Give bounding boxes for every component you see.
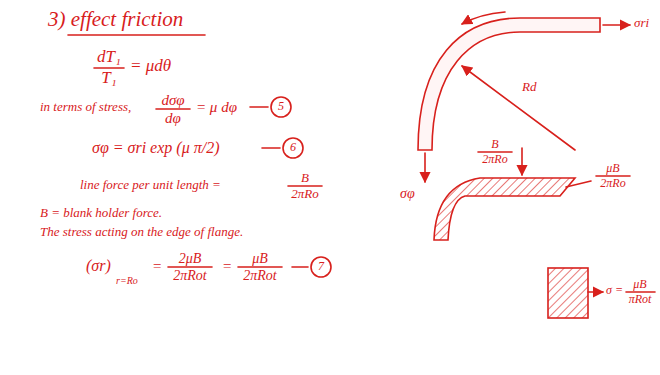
equation-text: = μ dφ [196, 99, 237, 116]
stress-label: σri [634, 16, 649, 30]
edge-element [548, 268, 588, 318]
equals-sign: = [222, 258, 232, 275]
fraction-denominator: dφ [165, 110, 181, 127]
radius-line [462, 66, 575, 150]
fraction-numerator: μB [252, 251, 268, 266]
note-text: The stress acting on the edge of flange. [40, 225, 243, 239]
equation-circle [283, 138, 303, 158]
friction-arrow [462, 12, 505, 24]
equation-number: 7 [318, 260, 324, 273]
radius-label: Rd [522, 80, 536, 94]
equation-dash [262, 147, 280, 149]
fraction-denominator: 2πRo [291, 187, 318, 201]
fraction-numerator: dσφ [161, 92, 184, 109]
title-underline [68, 34, 205, 36]
force-line [566, 181, 591, 187]
equation-dash [250, 106, 268, 108]
fraction-bar [238, 266, 282, 268]
fraction-numerator: B [491, 138, 498, 151]
stress-label: σφ [400, 186, 415, 201]
equation-circle [311, 257, 331, 277]
note-text: line force per unit length = [80, 178, 221, 192]
flange-section [434, 178, 575, 240]
equation-text: = μdθ [130, 57, 171, 76]
fraction-denominator: 2πRot [173, 268, 206, 283]
stress-label: σ = [606, 284, 623, 297]
fraction-denominator: πRot [629, 293, 652, 306]
force-arrow [521, 148, 523, 175]
equation-text: σφ = σri exp (μ π/2) [92, 139, 219, 157]
fraction-bar [156, 108, 190, 110]
stress-arrow [588, 291, 603, 293]
stress-arrow [603, 24, 630, 26]
equation-text: (σr) [86, 257, 111, 275]
section-heading: 3) effect friction [48, 8, 183, 31]
equation-number: 5 [278, 100, 284, 113]
equation-number: 6 [290, 141, 296, 154]
stress-arrow [424, 153, 426, 182]
note-text: B = blank holder force. [40, 206, 162, 220]
fraction-denominator: 2πRot [243, 268, 276, 283]
fraction-numerator: dT₁ [97, 48, 121, 67]
fraction-numerator: μB [606, 162, 619, 175]
note-text: in terms of stress, [40, 100, 131, 114]
fraction-bar [168, 266, 212, 268]
equation-dash [292, 266, 308, 268]
fraction-denominator: 2πRo [600, 177, 625, 190]
equation-circle [271, 97, 291, 117]
fraction-denominator: T₁ [101, 69, 116, 88]
fraction-numerator: μB [633, 278, 646, 291]
equation-subscript: r=Ro [116, 275, 138, 286]
fraction-numerator: B [301, 171, 309, 185]
fraction-denominator: 2πRo [482, 153, 507, 166]
fraction-numerator: 2μB [179, 251, 202, 266]
equals-sign: = [152, 258, 162, 275]
die-corner-strip [418, 18, 600, 150]
